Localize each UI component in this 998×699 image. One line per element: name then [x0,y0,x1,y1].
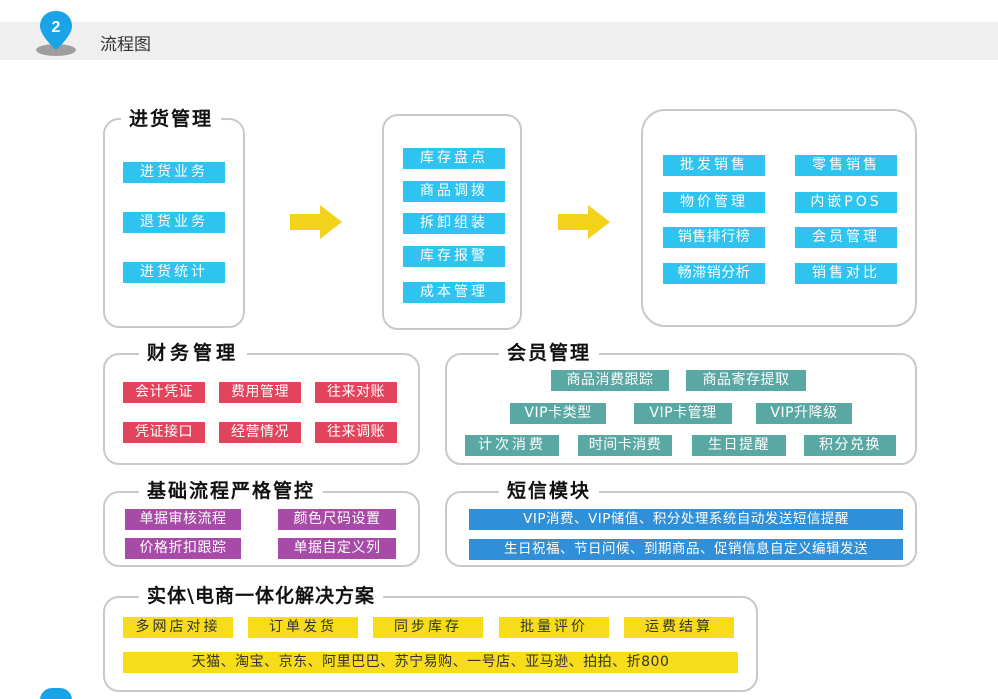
sales-item: 畅滞销分析 [663,263,765,284]
ecommerce-platforms: 天猫、淘宝、京东、阿里巴巴、苏宁易购、一号店、亚马逊、拍拍、折800 [123,652,738,673]
sms-module-title: 短信模块 [499,480,600,502]
purchase-management-title: 进货管理 [121,108,222,130]
ecommerce-item: 批量评价 [499,617,609,638]
control-item: 颜色尺码设置 [278,509,396,530]
purchase-item: 进货业务 [123,162,225,183]
inventory-item: 拆卸组装 [403,213,505,234]
sms-item: VIP消费、VIP储值、积分处理系统自动发送短信提醒 [469,509,903,530]
member-item: VIP升降级 [756,403,852,424]
ecommerce-item: 多网店对接 [123,617,233,638]
member-item: 积分兑换 [804,435,896,456]
finance-item: 往来调账 [315,422,397,443]
finance-item: 凭证接口 [123,422,205,443]
ecommerce-item: 同步库存 [373,617,483,638]
sales-item: 会员管理 [795,227,897,248]
sales-item: 销售排行榜 [663,227,765,248]
inventory-item: 商品调拨 [403,181,505,202]
next-step-pin-icon [40,688,72,699]
ecommerce-item: 订单发货 [248,617,358,638]
ecommerce-integration-box [103,596,758,692]
member-item: VIP卡类型 [510,403,606,424]
member-item: 商品寄存提取 [686,370,806,391]
section-title: 流程图 [100,35,151,55]
finance-item: 费用管理 [219,382,301,403]
finance-item: 会计凭证 [123,382,205,403]
process-control-title: 基础流程严格管控 [139,480,324,502]
purchase-item: 退货业务 [123,212,225,233]
member-item: VIP卡管理 [634,403,732,424]
sales-item: 物价管理 [663,192,765,213]
sales-item: 零售销售 [795,155,897,176]
finance-item: 往来对账 [315,382,397,403]
right-arrow-icon [290,205,342,239]
member-item: 时间卡消费 [578,435,672,456]
member-management-title: 会员管理 [499,342,600,364]
step-number: 2 [52,19,61,36]
sales-item: 销售对比 [795,263,897,284]
section-header-bar [0,22,998,60]
sales-item: 批发销售 [663,155,765,176]
inventory-item: 成本管理 [403,282,505,303]
ecommerce-item: 运费结算 [624,617,734,638]
ecommerce-integration-title: 实体\电商一体化解决方案 [139,585,383,607]
member-item: 计次消费 [465,435,559,456]
right-arrow-icon [558,205,610,239]
inventory-item: 库存盘点 [403,148,505,169]
sms-item: 生日祝福、节日问候、到期商品、促销信息自定义编辑发送 [469,539,903,560]
finance-management-title: 财务管理 [139,342,248,364]
control-item: 单据自定义列 [278,538,396,559]
finance-item: 经营情况 [219,422,301,443]
sales-box [641,109,917,327]
control-item: 单据审核流程 [125,509,241,530]
inventory-item: 库存报警 [403,246,505,267]
sales-item: 内嵌POS [795,192,897,213]
finance-management-box [103,353,420,465]
member-item: 生日提醒 [692,435,786,456]
purchase-item: 进货统计 [123,262,225,283]
member-item: 商品消费跟踪 [551,370,669,391]
step-marker-pin-icon: 2 [36,11,76,56]
control-item: 价格折扣跟踪 [125,538,241,559]
